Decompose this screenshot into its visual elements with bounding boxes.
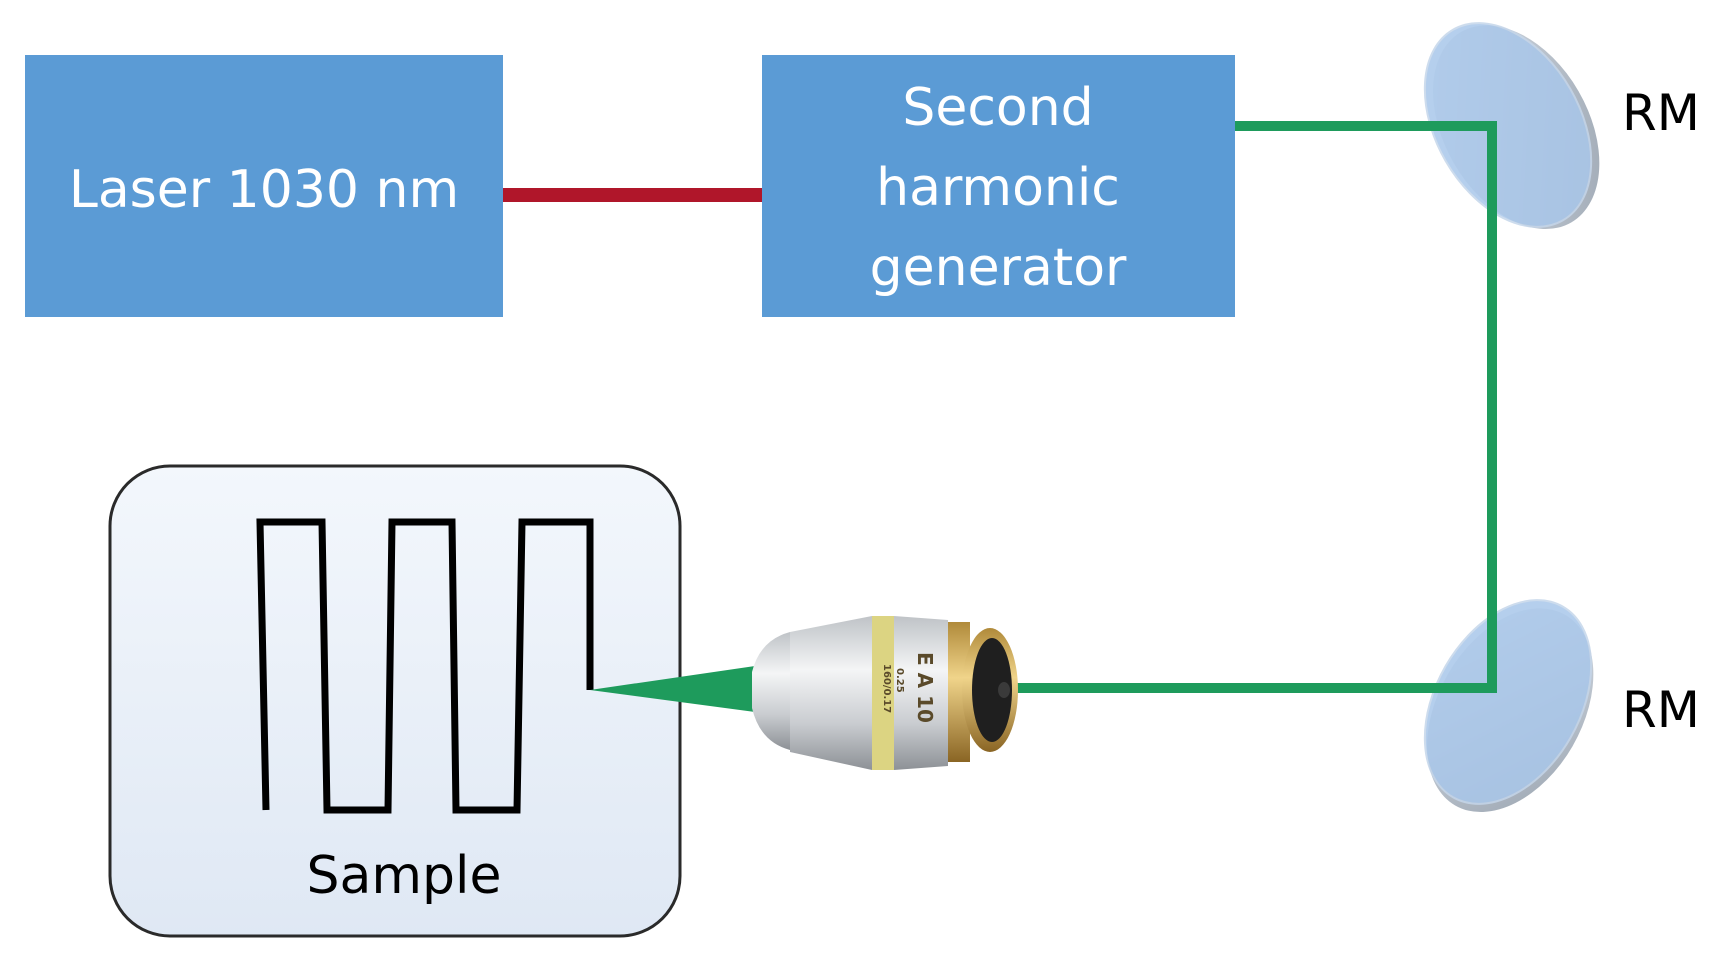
bottom-mirror bbox=[1423, 599, 1594, 813]
second-harmonic-generator-box: Second harmonic generator bbox=[762, 55, 1235, 317]
objective-engraving-tube: 160/0.17 bbox=[881, 664, 892, 713]
focused-beam-cone bbox=[590, 666, 755, 712]
shg-label-line-2: harmonic bbox=[876, 158, 1120, 218]
mirror-label-bottom: RM bbox=[1622, 681, 1700, 739]
mirror-label-top: RM bbox=[1622, 84, 1700, 142]
laser-label: Laser 1030 nm bbox=[69, 160, 459, 220]
sample-panel: Sample bbox=[108, 464, 682, 938]
sample-label: Sample bbox=[307, 846, 502, 906]
microscope-objective: E A 10 0.25 160/0.17 bbox=[752, 616, 1018, 770]
top-mirror bbox=[1423, 22, 1600, 230]
meander-path bbox=[256, 518, 594, 814]
objective-engraving-na: 0.25 bbox=[894, 668, 905, 693]
ir-beam bbox=[503, 188, 762, 202]
laser-box: Laser 1030 nm bbox=[25, 55, 503, 317]
objective-engraving-main: E A 10 bbox=[913, 652, 937, 723]
green-beam bbox=[1010, 121, 1497, 693]
shg-label-line-1: Second bbox=[902, 78, 1093, 138]
shg-label-line-3: generator bbox=[870, 238, 1127, 298]
